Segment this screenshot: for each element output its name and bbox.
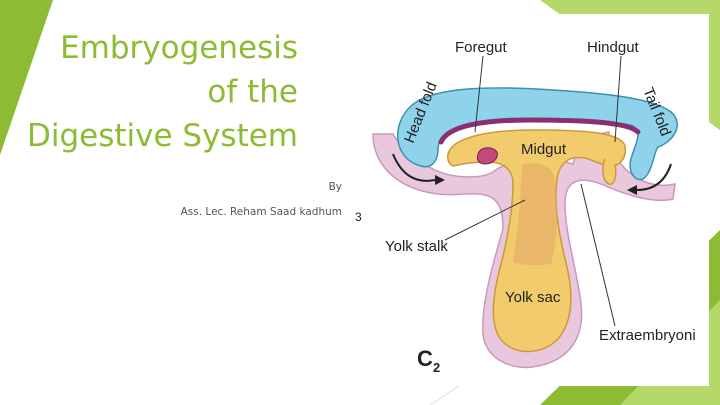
author-name: Ass. Lec. Reham Saad kadhum [180, 206, 342, 218]
panel-number: 2 [433, 360, 440, 375]
slide-title: Embryogenesis of the Digestive System [0, 26, 298, 158]
label-hindgut: Hindgut [587, 39, 640, 56]
neural-tube-line [438, 117, 641, 145]
label-yolk-sac: Yolk sac [505, 289, 561, 306]
embryo-diagram: Foregut Hindgut Head fold Tail fold Midg… [355, 39, 696, 375]
allantois-loop [602, 158, 617, 185]
heart-bulge [476, 147, 498, 165]
panel-letter: C [417, 346, 433, 371]
yolk-stalk-shading [513, 163, 558, 266]
label-stray-mark: 3 [355, 210, 362, 224]
label-extraembryonic: Extraembryoni [599, 327, 696, 344]
foregut-leader [474, 55, 484, 133]
label-foregut: Foregut [455, 39, 508, 56]
head-fold-arrow [392, 153, 436, 182]
label-midgut: Midgut [521, 141, 567, 158]
label-yolk-stalk: Yolk stalk [385, 238, 448, 255]
hindgut-leader [614, 55, 622, 143]
title-line-3: Digestive System [26, 118, 298, 154]
tail-fold-arrow-head [627, 185, 637, 195]
by-label: By [328, 181, 342, 193]
title-line-1: Embryogenesis [60, 30, 298, 66]
title-line-2: of the [207, 74, 298, 110]
left-green-band [0, 0, 53, 155]
yolk-stalk-leader [444, 199, 526, 241]
extraembryonic-leader [580, 183, 616, 327]
tail-fold-arrow [636, 163, 672, 191]
embryo-diagram-figure: Foregut Hindgut Head fold Tail fold Midg… [353, 14, 709, 386]
slide-subtitle: By Ass. Lec. Reham Saad kadhum [181, 175, 342, 225]
head-fold-arrow-head [435, 175, 445, 185]
